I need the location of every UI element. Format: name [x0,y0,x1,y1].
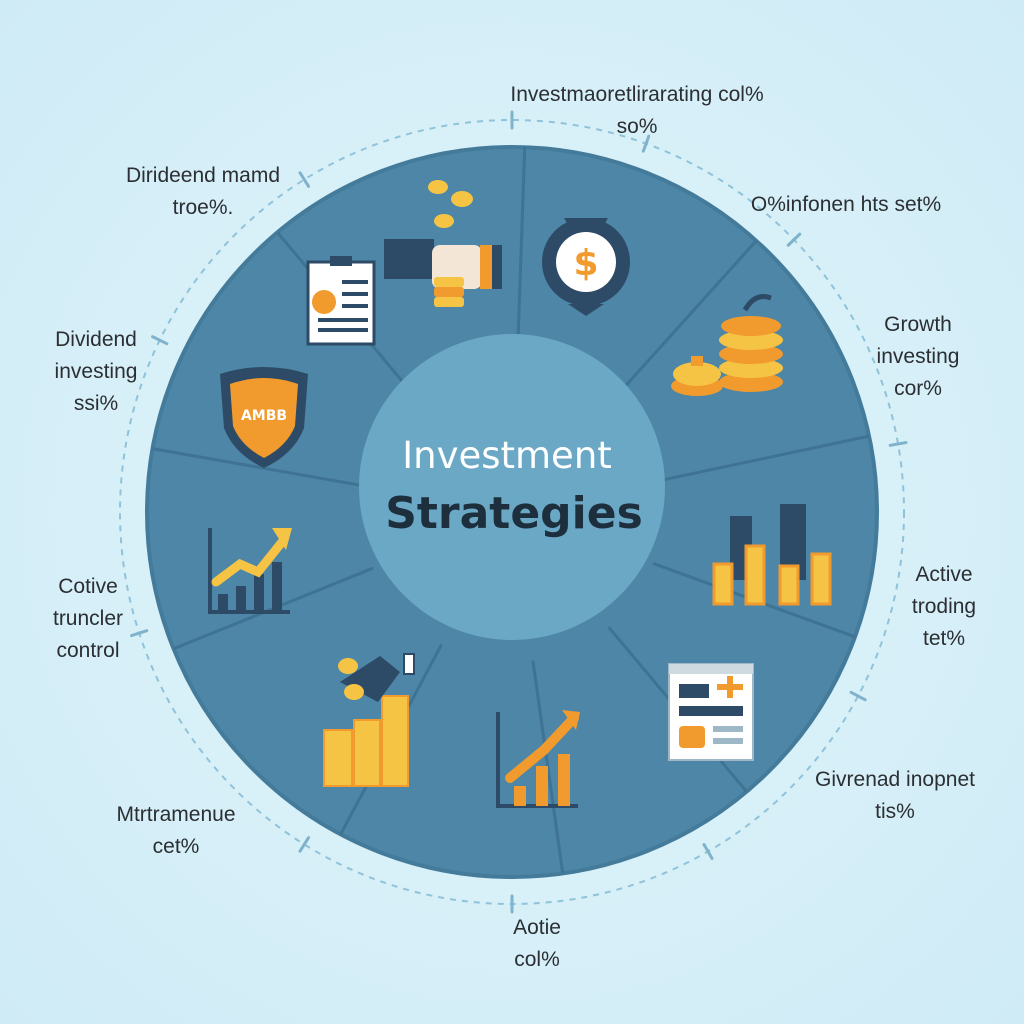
orbit-tick [150,335,169,346]
segment-divider [611,239,758,402]
segment-divider [658,434,870,483]
segment-label-line: tis% [875,800,915,823]
segment-label-line: truncler [53,607,123,630]
segment-label-line: Investmaoretlirarating col% [510,83,763,106]
segment-label-line: cor% [894,377,942,400]
bar-chart-icon [712,504,832,606]
segment-label-line: Dirideend mamd [126,164,280,187]
svg-text:$: $ [573,243,598,284]
document-icon [306,256,376,346]
orbit-tick [702,843,714,860]
segment-label-line: investing [55,360,138,383]
shield-icon: AMBB [220,367,308,468]
segment-label-left-upper: Dividend investing ssi% [55,328,138,415]
segment-label-line: Givrenad inopnet [815,768,975,791]
orbit-tick [130,629,149,638]
segment-labels: Investmaoretlirarating col% so% O%infonen … [53,83,976,971]
center-title-line2: Strategies [385,488,643,539]
segment-label-top-left: Dirideend mamd troe%. [126,164,280,219]
segment-label-top-right: O%infonen hts set% [751,193,941,216]
segment-label-line: so% [617,115,658,138]
money-bag-icon: $ [542,218,630,316]
segment-label-line: Active [915,563,972,586]
segment-label-line: troe%. [173,196,234,219]
orbit-tick [298,836,311,853]
segment-divider [515,147,527,363]
segment-label-line: investing [877,345,960,368]
segment-label-line: Growth [884,313,952,336]
segment-label-right: Active troding tet% [912,563,976,650]
segment-label-line: Dividend [55,328,137,351]
segment-label-left: Cotive truncler control [53,575,123,662]
svg-text:AMBB: AMBB [241,408,287,424]
inner-circle [359,334,665,640]
segment-label-bottom: Aotie col% [513,916,561,971]
main-ring-shade [145,145,879,879]
orbit-tick [849,690,867,702]
report-card-icon [668,663,754,761]
segment-label-line: col% [514,948,560,971]
segment-label-line: troding [912,595,976,618]
segment-divider [152,447,365,488]
segment-label-bottom-right: Givrenad inopnet tis% [815,768,975,823]
trend-chart-icon [496,710,580,808]
hand-giving-coins-icon [384,180,502,307]
segment-label-line: Aotie [513,916,561,939]
segment-label-line: cet% [153,835,200,858]
center-title-line1: Investment [402,434,612,477]
orbit-ticks [130,110,908,914]
rising-chart-icon [208,528,292,614]
segment-label-line: tet% [923,627,965,650]
orbit-tick [298,171,311,188]
segment-label-line: control [56,639,119,662]
segment-label-line: ssi% [74,392,118,415]
segment-label-top: Investmaoretlirarating col% so% [510,83,763,138]
orbit-tick [888,441,908,447]
segment-label-line: Cotive [58,575,118,598]
orbit-tick [786,232,802,247]
segment-label-right-upper: Growth investing cor% [877,313,960,400]
orbit-tick [641,134,651,153]
segment-label-bottom-left: Mtrtramenue cet% [116,803,235,858]
segment-label-line: Mtrtramenue [116,803,235,826]
hand-coins-icon [323,653,415,787]
segment-label-line: O%infonen hts set% [751,193,941,216]
growth-coins-icon [671,294,783,396]
